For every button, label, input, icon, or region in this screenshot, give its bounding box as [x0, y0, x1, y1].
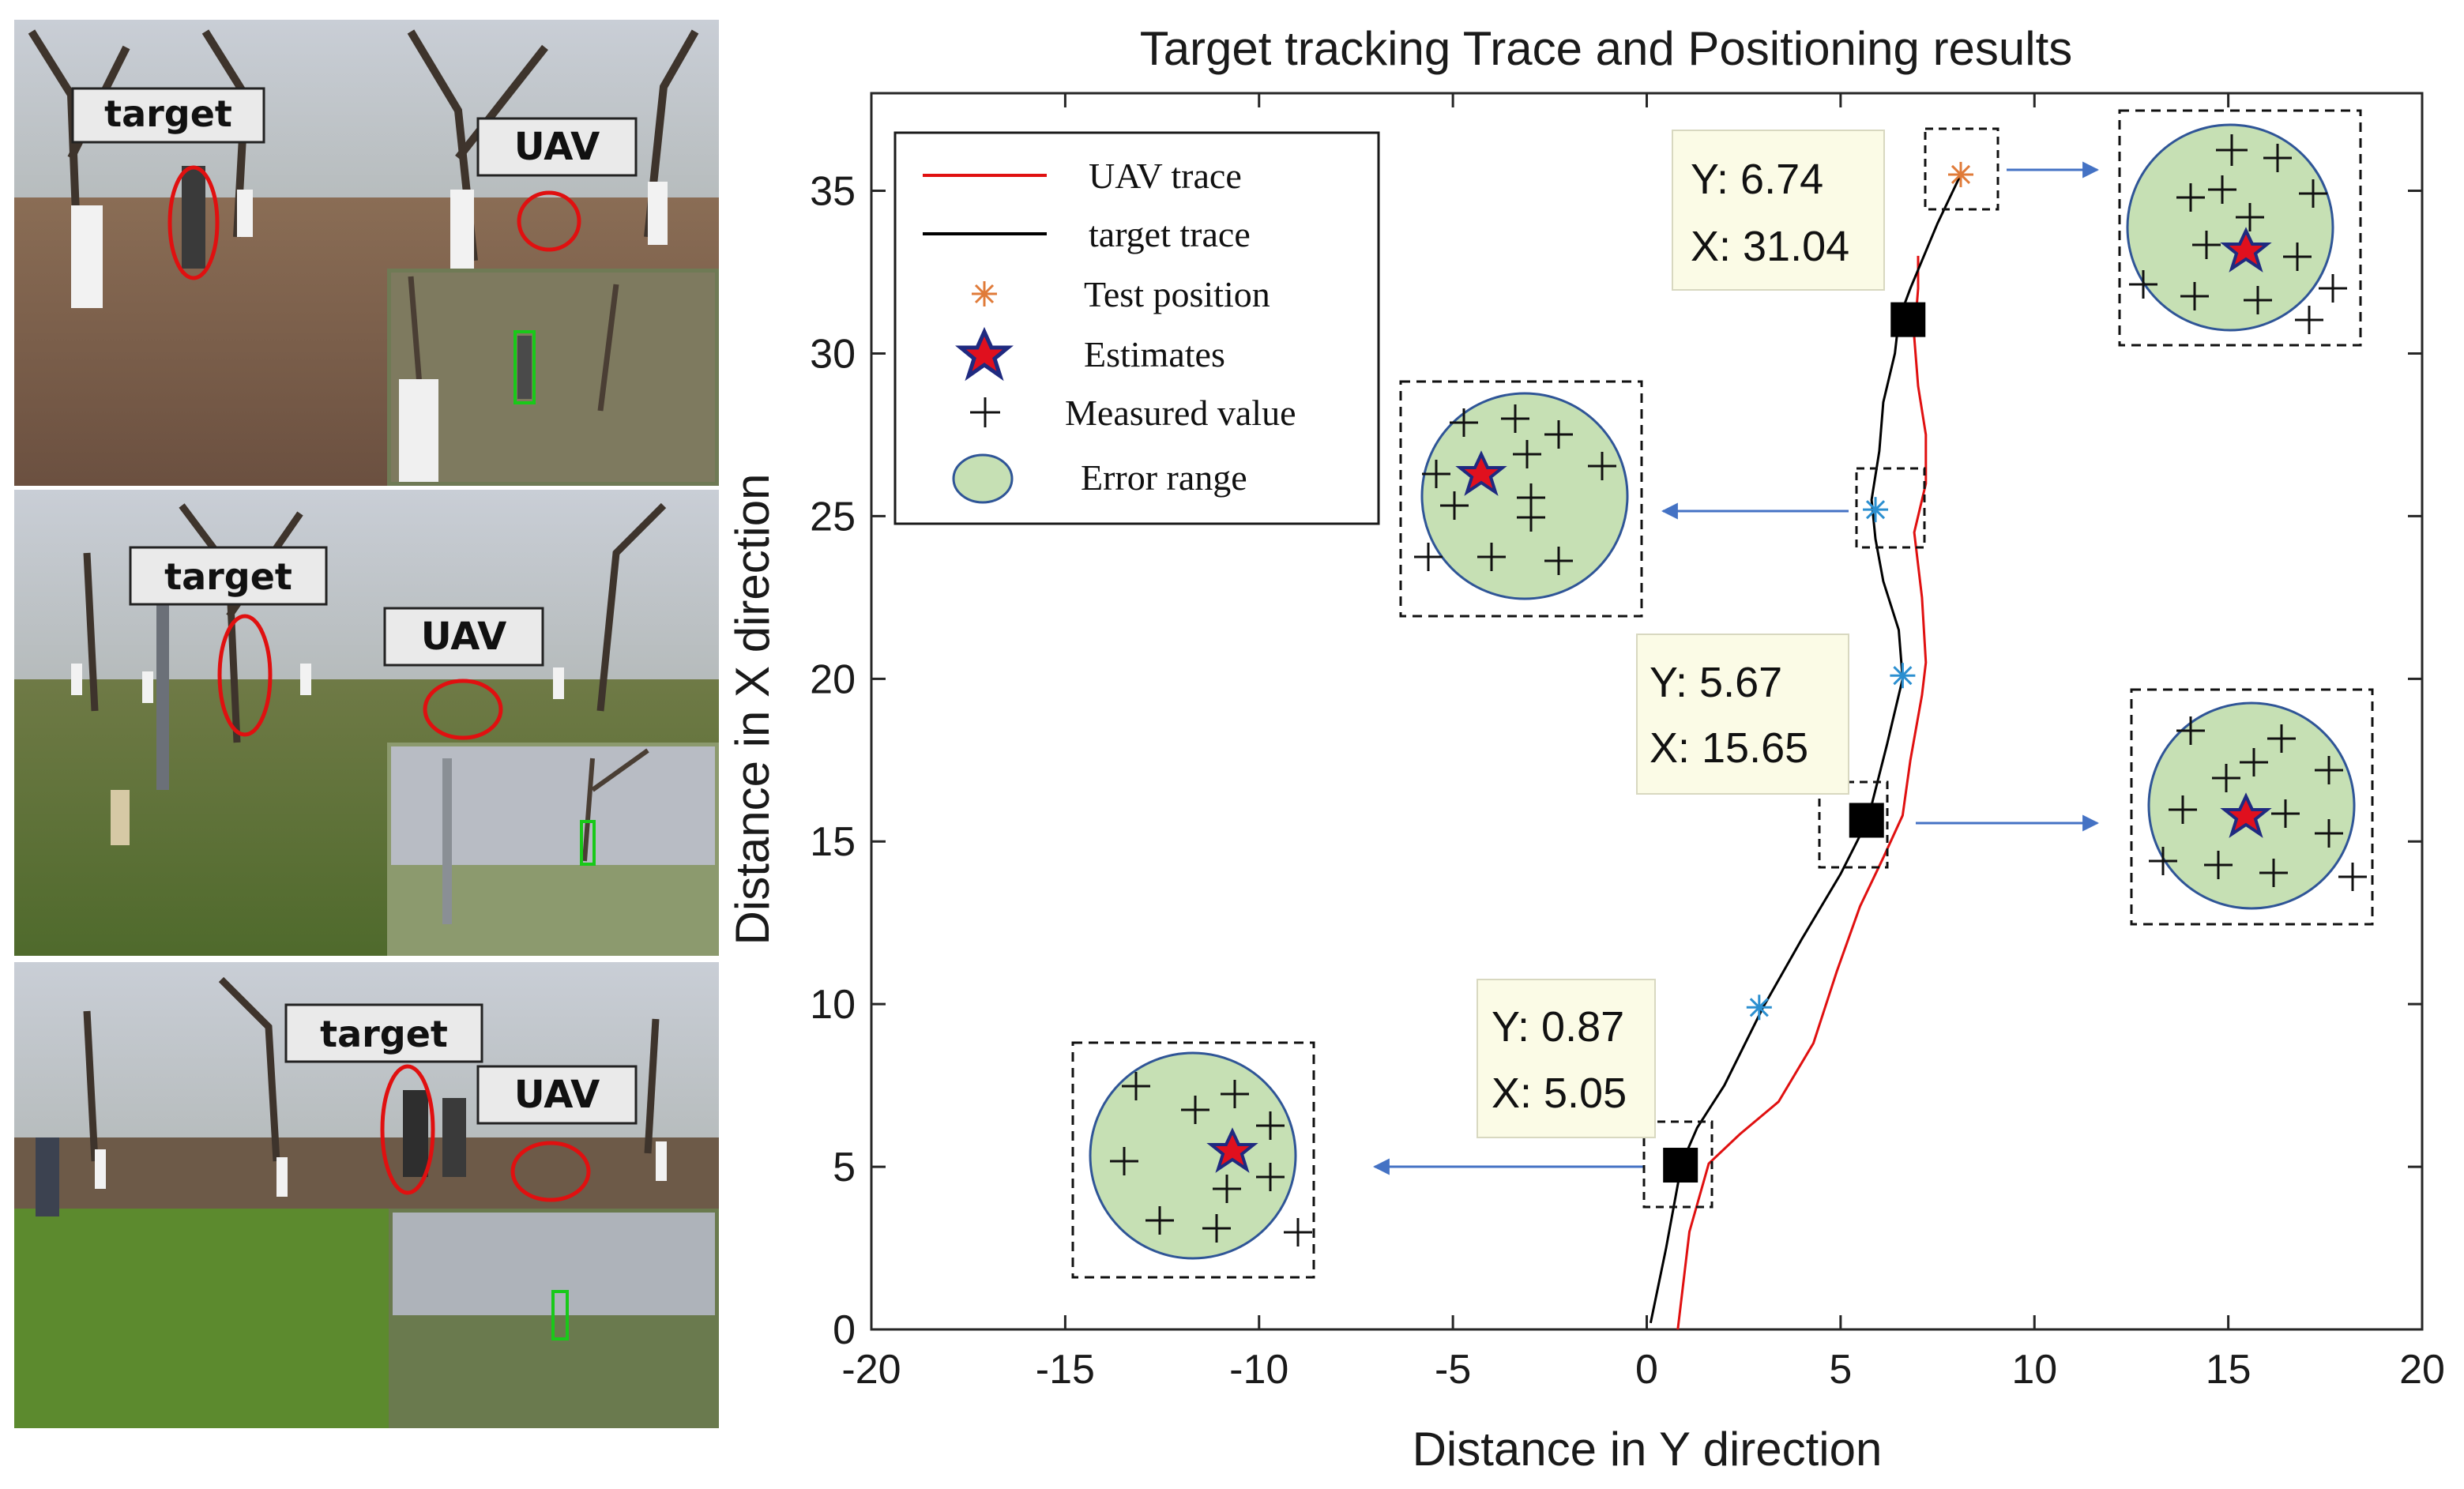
y-axis-label: Distance in X direction — [726, 474, 779, 946]
datatip-3: Y: 0.87 X: 5.05 — [1477, 979, 1656, 1138]
legend-test-asterisk-icon — [972, 281, 997, 306]
x-tick-label: 5 — [1829, 1347, 1852, 1393]
datatip-1-y: Y: 6.74 — [1691, 156, 1823, 203]
datatip-1: Y: 6.74 X: 31.04 — [1672, 130, 1885, 291]
legend-error-ellipse-icon — [952, 453, 1014, 504]
legend-entry-error: Error range — [1081, 457, 1247, 498]
zoom-inset-right — [2130, 688, 2374, 926]
zoom-inset-upper-left — [1399, 380, 1643, 618]
asterisk-stroke — [1893, 666, 1913, 686]
measured-point — [1890, 663, 1916, 689]
x-tick-label: 10 — [2011, 1347, 2057, 1393]
legend-entry-measured: Measured value — [1065, 393, 1296, 433]
points-layer — [1663, 161, 1974, 1183]
y-tick-label: 10 — [810, 982, 856, 1028]
legend-entry-estimates: Estimates — [1084, 334, 1225, 374]
asterisk-stroke — [1865, 500, 1886, 520]
estimate-marker — [1849, 803, 1884, 838]
axis-ticks: -20 -15 -10 -5 0 5 10 15 20 0 5 10 15 20 25 30 35 — [810, 93, 2445, 1393]
legend: UAV trace target trace Test position Est… — [893, 131, 1380, 525]
test-position-point — [1948, 161, 1974, 187]
photo3-target-label: target — [320, 1013, 448, 1055]
asterisk-stroke — [1749, 998, 1769, 1017]
photo1-target-label: target — [104, 92, 232, 135]
callout-arrows — [1372, 161, 2100, 1175]
x-tick-label: 15 — [2206, 1347, 2251, 1393]
y-tick-label: 0 — [833, 1307, 856, 1353]
legend-entry-test: Test position — [1084, 274, 1270, 314]
legend-entry-uav: UAV trace — [1089, 156, 1242, 196]
chart-title: Target tracking Trace and Positioning re… — [1140, 22, 2073, 75]
estimate-marker — [1663, 1148, 1698, 1183]
measured-point — [1746, 995, 1772, 1021]
x-tick-label: -20 — [841, 1347, 901, 1393]
x-tick-label: -10 — [1229, 1347, 1288, 1393]
photo-panel-3: target UAV — [14, 962, 719, 1428]
x-tick-label: -5 — [1435, 1347, 1471, 1393]
photo-panels: target UAV target UAV — [14, 20, 719, 1428]
measured-point — [1863, 497, 1889, 523]
x-axis-label: Distance in Y direction — [1413, 1423, 1883, 1476]
uav-trace-line — [1676, 255, 1928, 1330]
y-tick-label: 20 — [810, 656, 856, 702]
zoom-inset-top-right — [2118, 109, 2362, 347]
datatip-2-y: Y: 5.67 — [1650, 659, 1782, 706]
estimate-marker — [1890, 302, 1926, 337]
zoom-inset-lower-left — [1071, 1041, 1315, 1279]
datatip-1-x: X: 31.04 — [1691, 223, 1849, 270]
datatip-3-x: X: 5.05 — [1492, 1070, 1627, 1117]
x-tick-label: 0 — [1635, 1347, 1658, 1393]
legend-estimate-star-icon — [955, 326, 1014, 382]
photo2-target-label: target — [164, 555, 292, 598]
photo2-uav-label: UAV — [421, 615, 507, 659]
x-tick-label: 20 — [2399, 1347, 2445, 1393]
y-tick-label: 30 — [810, 331, 856, 377]
y-tick-label: 25 — [810, 494, 856, 540]
photo3-uav-label: UAV — [514, 1073, 600, 1117]
y-tick-label: 35 — [810, 169, 856, 215]
x-tick-label: -15 — [1036, 1347, 1095, 1393]
datatip-2: Y: 5.67 X: 15.65 — [1636, 634, 1849, 795]
y-tick-label: 5 — [833, 1145, 856, 1190]
photo1-uav-label: UAV — [514, 125, 600, 169]
callout-point-boxes — [1642, 127, 1999, 1209]
y-tick-label: 15 — [810, 819, 856, 865]
datatip-2-x: X: 15.65 — [1650, 724, 1808, 772]
photo-panel-1: target UAV — [14, 20, 719, 486]
photo-panel-2: target UAV — [14, 490, 719, 956]
legend-entry-target: target trace — [1089, 214, 1251, 254]
legend-plus-icon — [970, 397, 1000, 427]
asterisk-stroke — [1951, 164, 1971, 185]
datatip-3-y: Y: 0.87 — [1492, 1003, 1624, 1051]
